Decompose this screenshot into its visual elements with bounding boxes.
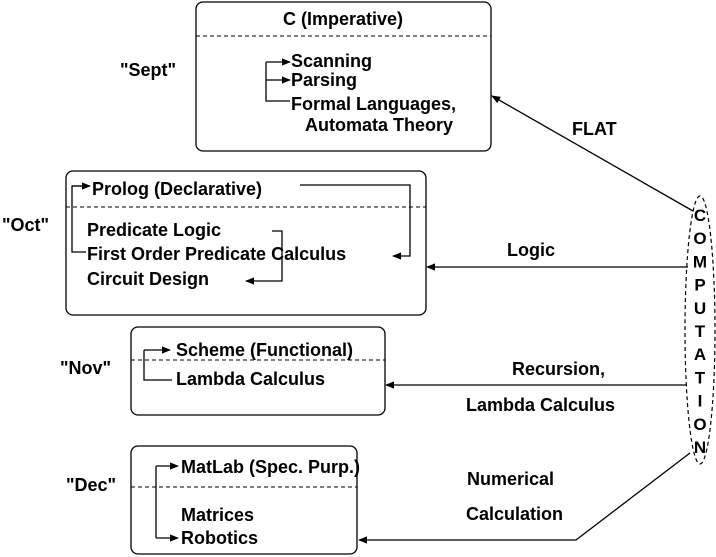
item-lambda-calculus: Lambda Calculus [176,369,325,389]
box-matlab-special-purpose: MatLab (Spec. Purp.) Matrices Robotics [130,445,360,555]
month-label-dec: "Dec" [66,475,116,495]
month-label-sept: "Sept" [120,60,176,80]
box-title-prolog: Prolog (Declarative) [92,179,262,199]
box-title-matlab: MatLab (Spec. Purp.) [181,457,360,477]
item-parsing: Parsing [291,70,357,90]
box-scheme-functional: Scheme (Functional) Lambda Calculus [130,326,386,416]
computation-letter: T [695,368,706,387]
edge-logic: Logic [426,240,688,271]
item-predicate-logic: Predicate Logic [87,220,221,240]
computation-letter: O [693,229,706,248]
edge-label-lambda-calculus: Lambda Calculus [466,395,615,415]
item-formal-languages: Formal Languages, [291,94,456,114]
computation-letter: O [693,415,706,434]
edge-label-flat: FLAT [572,119,617,139]
item-scanning: Scanning [291,51,372,71]
edge-label-logic: Logic [507,240,555,260]
box-title-scheme: Scheme (Functional) [176,340,353,360]
item-robotics: Robotics [181,528,258,548]
computation-letter: A [694,345,706,364]
computation-letter: C [694,206,706,225]
box-prolog-declarative: Prolog (Declarative) Predicate Logic Fir… [65,170,427,316]
computation-letter: U [694,299,706,318]
month-label-nov: "Nov" [60,358,111,378]
edge-label-recursion: Recursion, [512,359,605,379]
item-circuit-design: Circuit Design [87,269,209,289]
item-automata-theory: Automata Theory [305,115,453,135]
edge-recursion: Recursion, Lambda Calculus [385,359,687,415]
item-matrices: Matrices [181,505,254,525]
box-title-c: C (Imperative) [283,9,403,29]
edge-flat: FLAT [491,95,694,212]
computation-letter: M [693,252,707,271]
computation-letter: N [694,438,706,457]
edge-numerical: Numerical Calculation [358,452,691,544]
edge-label-numerical: Numerical [467,469,554,489]
computation-letter: T [695,322,706,341]
month-label-oct: "Oct" [2,215,49,235]
item-first-order-predicate-calculus: First Order Predicate Calculus [87,244,346,264]
edge-label-calculation: Calculation [466,504,563,524]
box-c-imperative: C (Imperative) Scanning Parsing Formal L… [195,1,492,152]
computation-letter: I [698,392,703,411]
computation-letter: P [694,276,705,295]
